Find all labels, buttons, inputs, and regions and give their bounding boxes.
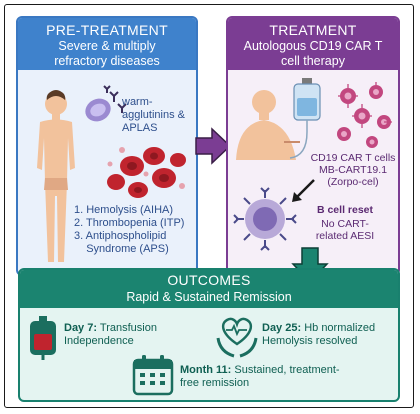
autoantibodies-text-2: agglutinins & [122, 109, 185, 121]
pretreatment-subtitle-1: Severe & multiply [58, 39, 156, 53]
pretreatment-title: PRE-TREATMENT [46, 22, 168, 38]
aesi-text-1: No CART- [321, 218, 369, 230]
treatment-title: TREATMENT [269, 22, 357, 38]
patient-figure-icon [37, 90, 75, 262]
condition-item: Syndrome (APS) [74, 243, 169, 255]
figure-frame [4, 4, 414, 408]
autoantibodies-text-1: warm- [122, 96, 153, 108]
aesi-text-2: related AESI [315, 230, 375, 242]
car-t-product-text-2: MB-CART19.1 [318, 164, 388, 176]
autoantibodies-text-3: APLAS [122, 122, 158, 134]
day25-text-1: Hb normalized [301, 322, 376, 334]
blood-bag-icon [30, 316, 56, 360]
treatment-panel: TREATMENT Autologous CD19 CAR T cell the… [226, 16, 400, 276]
pretreatment-header: PRE-TREATMENT Severe & multiply refracto… [18, 18, 196, 70]
day25-text-2: Hemolysis resolved [262, 335, 358, 347]
treatment-header: TREATMENT Autologous CD19 CAR T cell the… [228, 18, 398, 70]
day25-label: Day 25: [262, 322, 302, 334]
pretreatment-panel: PRE-TREATMENT Severe & multiply refracto… [16, 16, 198, 276]
month11-text-1: Sustained, treatment- [231, 364, 340, 376]
condition-item: 3. Antiphospholipid [74, 230, 167, 242]
reset-arrow-icon [292, 179, 315, 202]
month11-label: Month 11: [180, 364, 232, 376]
car-t-cells-icon [337, 82, 392, 148]
condition-item: 1. Hemolysis (AIHA) [74, 204, 174, 216]
right-arrow-icon [195, 127, 232, 165]
day7-label: Day 7: [64, 322, 98, 334]
month11-text-2: free remission [180, 377, 250, 389]
red-blood-cells-icon [107, 147, 186, 198]
treatment-subtitle-2: cell therapy [281, 54, 345, 68]
b-cell-reset-label: B cell reset [316, 204, 374, 216]
outcomes-title: OUTCOMES [167, 272, 251, 288]
car-t-product-text-3: (Zorpo-cel) [327, 176, 379, 188]
car-t-product-text-1: CD19 CAR T cells [310, 152, 396, 164]
conditions-list: 1. Hemolysis (AIHA) 2. Thrombopenia (ITP… [74, 204, 184, 256]
outcomes-header: OUTCOMES Rapid & Sustained Remission [20, 270, 398, 308]
treatment-subtitle-1: Autologous CD19 CAR T [243, 39, 383, 53]
autoantibody-icon [85, 85, 127, 122]
heart-hands-icon [216, 317, 258, 358]
pretreatment-subtitle-2: refractory diseases [54, 54, 160, 68]
patient-bust-icon [236, 90, 300, 160]
condition-item: 2. Thrombopenia (ITP) [74, 217, 185, 229]
b-cell-icon [233, 187, 297, 251]
calendar-icon [132, 355, 174, 396]
iv-bag-icon [289, 78, 321, 159]
day7-text-1: Transfusion [97, 322, 157, 334]
outcomes-panel: OUTCOMES Rapid & Sustained Remission Day… [18, 268, 400, 402]
outcomes-subtitle: Rapid & Sustained Remission [126, 290, 292, 304]
day7-text-2: Independence [64, 335, 134, 347]
